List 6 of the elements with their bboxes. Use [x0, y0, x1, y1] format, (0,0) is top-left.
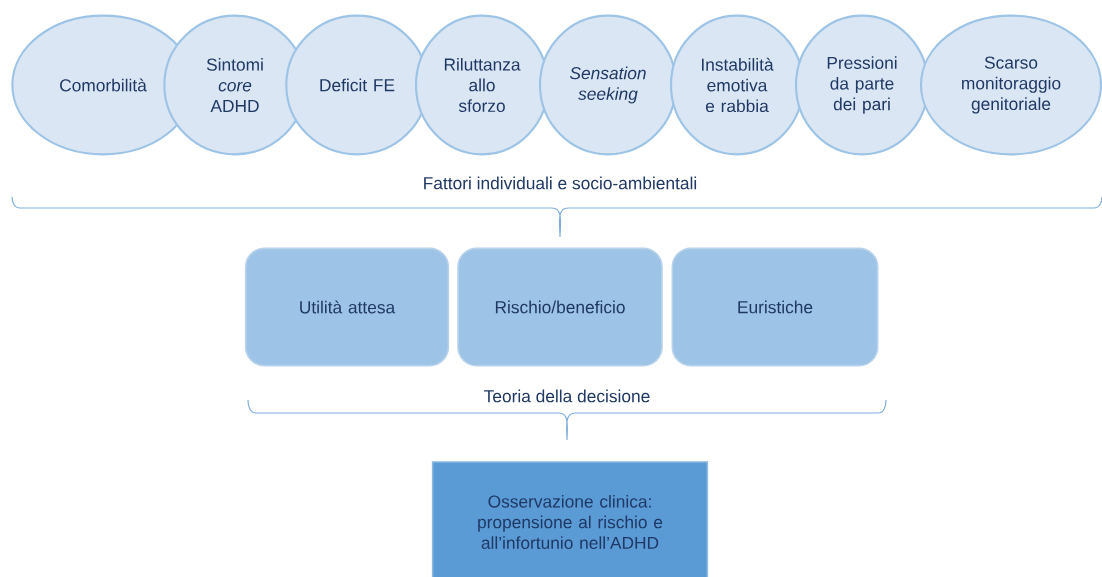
brace-label: Teoria della decisione	[484, 389, 650, 403]
theory-box: Euristiche	[671, 247, 879, 367]
theory-box: Utilità attesa	[244, 247, 450, 367]
brace-label: Fattori individuali e socio-ambientali	[424, 176, 697, 190]
theory-box: Rischio/beneficio	[457, 247, 663, 367]
observation-box: Osservazione clinica: propensione al rischio e all’infortunio nell’ADHD	[431, 461, 709, 577]
